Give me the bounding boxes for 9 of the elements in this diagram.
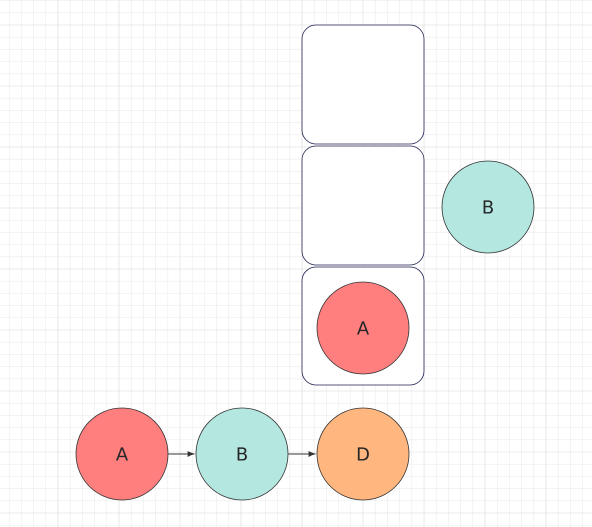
stack-box: [302, 146, 424, 266]
stack-box: [302, 24, 424, 144]
circle-node: B: [196, 408, 288, 500]
circle-node: B: [442, 160, 534, 254]
arrow: [168, 451, 194, 457]
arrow: [288, 451, 316, 457]
circle-node: D: [316, 408, 410, 500]
circle-node: A: [76, 408, 168, 500]
circle-node: A: [316, 282, 410, 374]
